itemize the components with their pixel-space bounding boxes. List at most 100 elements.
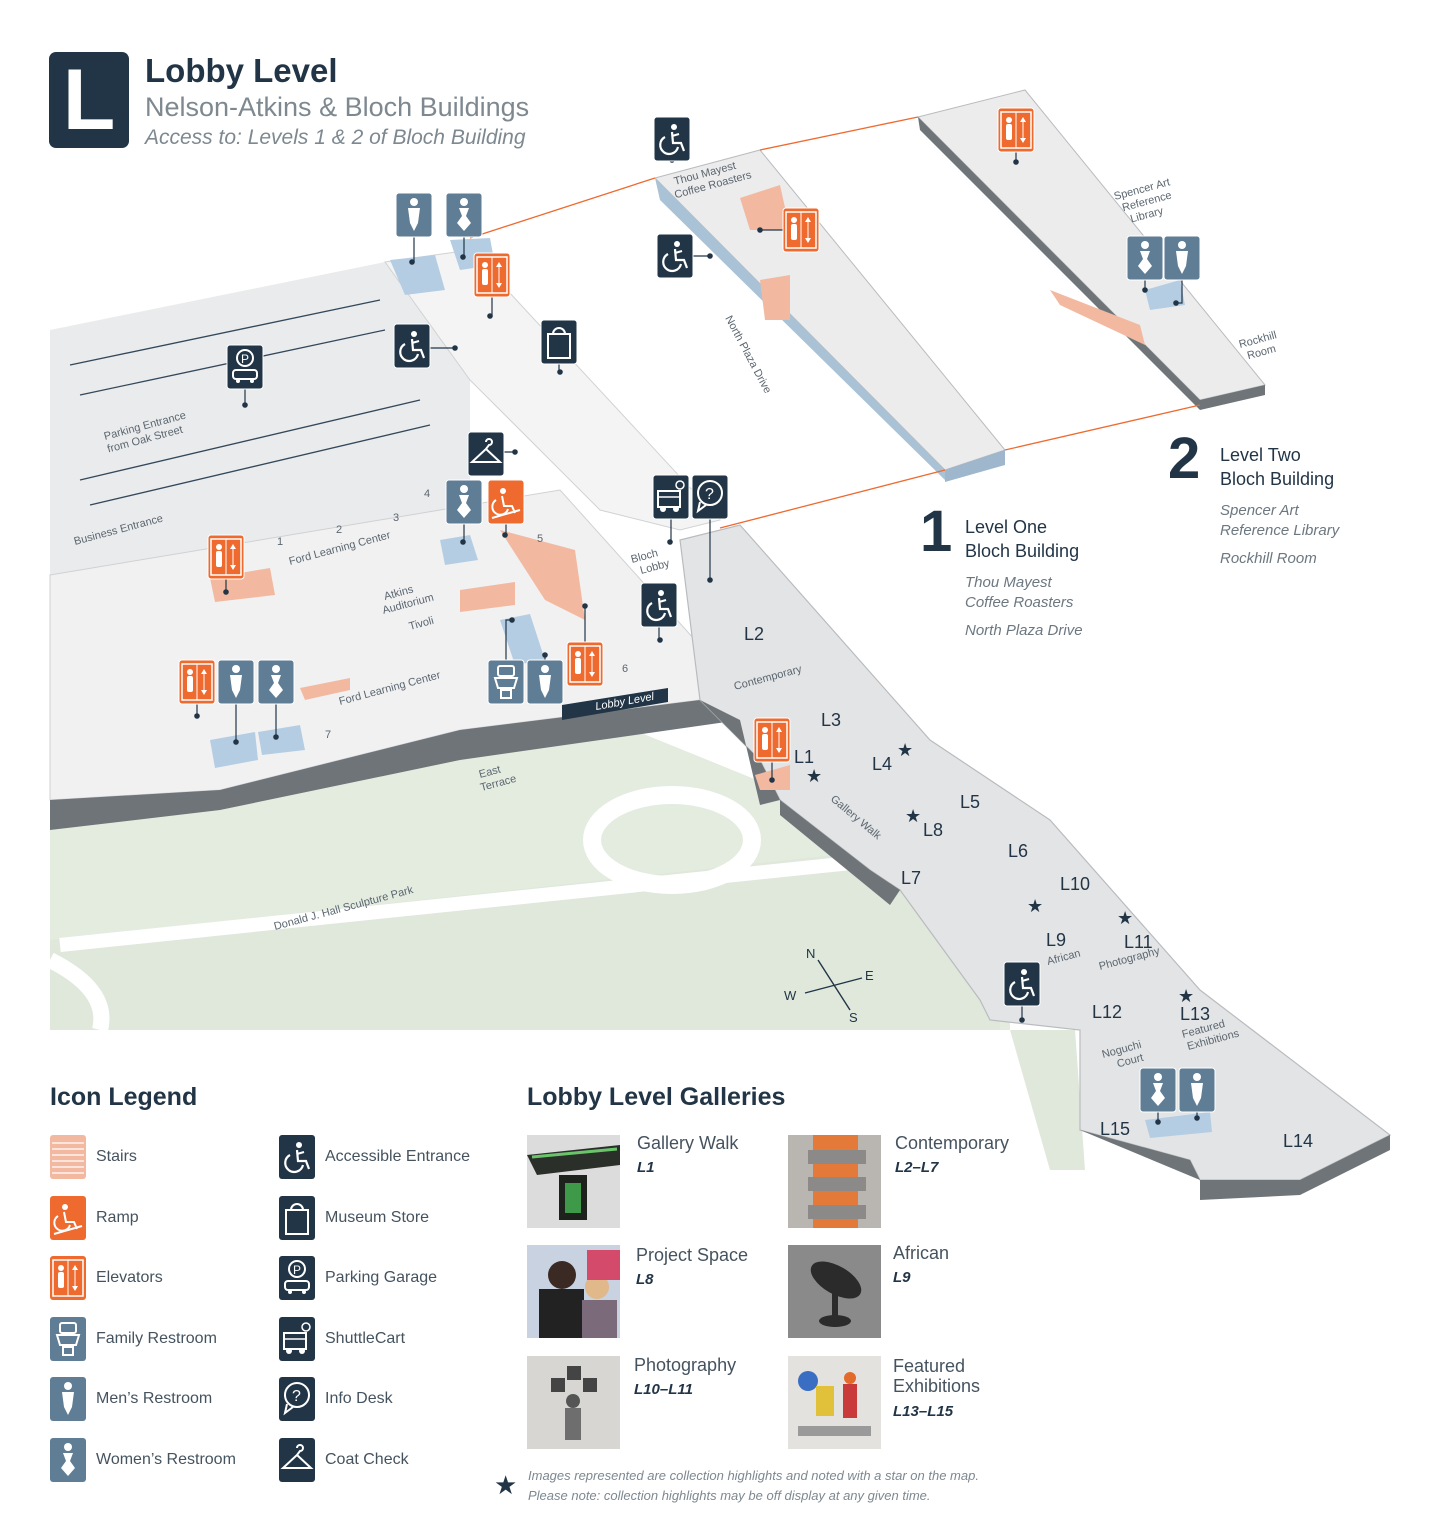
project-space-code: L8: [636, 1271, 654, 1288]
gallery-label-l1: L1: [794, 747, 814, 767]
photography-code: L10–L11: [634, 1381, 693, 1398]
svg-text:P: P: [293, 1263, 301, 1277]
gallery-label-l4: L4: [872, 754, 892, 774]
compass: [804, 959, 863, 1011]
compass-s: S: [849, 1010, 858, 1025]
parking-garage-icon: P: [279, 1256, 315, 1300]
level-two-callout: Level Two Bloch Building Spencer Art Ref…: [1220, 443, 1339, 569]
pin-dot: [582, 603, 588, 609]
level-one-item: North Plaza Drive: [965, 622, 1083, 639]
pin-dot: [707, 577, 713, 583]
pin-dot: [460, 539, 466, 545]
level-two-title: Level Two: [1220, 445, 1301, 465]
mens-restroom-icon: [395, 192, 433, 265]
accessible-entrance-icon: [1003, 961, 1041, 1023]
stairs-icon: [50, 1135, 86, 1179]
legend-label: Elevators: [96, 1269, 163, 1286]
legend-item: Family Restroom: [50, 1316, 217, 1361]
bloch-lobby-label: BlochLobby: [630, 545, 672, 579]
project-space-name: Project Space: [636, 1245, 749, 1265]
gallery-label-l10: L10: [1060, 874, 1090, 894]
gallery-label-l7: L7: [901, 868, 921, 888]
legend-label: Parking Garage: [325, 1269, 438, 1286]
stairs-areas: [210, 185, 1145, 790]
featured-exhibitions-photo: [788, 1356, 881, 1449]
level-badge: L: [49, 52, 129, 148]
level-two-item: Spencer Art: [1220, 502, 1299, 519]
legend-item: Men’s Restroom: [50, 1377, 212, 1421]
pin-dot: [707, 253, 713, 259]
svg-text:P: P: [241, 352, 249, 366]
svg-text:?: ?: [292, 1388, 301, 1405]
contemporary-photo: [788, 1135, 881, 1228]
accessible-entrance-icon: [393, 323, 458, 369]
womens-restroom-icon: [445, 479, 483, 545]
project-space-photo: [527, 1245, 620, 1338]
compass-n: N: [806, 946, 815, 961]
womens-restroom-icon: [257, 659, 295, 740]
restroom-areas: [210, 238, 1212, 1138]
pin-dot: [409, 259, 415, 265]
rockhill-room-label: RockhillRoom: [1238, 329, 1282, 363]
pin-dot: [512, 449, 518, 455]
pin-dot: [452, 345, 458, 351]
gallery-walk-name: Gallery Walk: [637, 1133, 739, 1153]
womens-restroom-icon: [50, 1437, 86, 1482]
svg-text:4: 4: [424, 488, 430, 500]
african-name: African: [893, 1243, 950, 1263]
african-photo: [788, 1245, 881, 1338]
level-one-item: Thou Mayest: [965, 574, 1052, 591]
footnote-line: Please note: collection highlights may b…: [528, 1488, 931, 1503]
womens-restroom-icon: [445, 192, 483, 260]
level-one-number: 1: [920, 499, 953, 564]
elevator-icon: [473, 252, 511, 319]
north-plaza-drive-label: North Plaza Drive: [722, 314, 773, 396]
level-one-building: Bloch Building: [965, 541, 1080, 561]
gallery-label-l2: L2: [744, 624, 764, 644]
page-subtitle: Nelson-Atkins & Bloch Buildings: [145, 92, 530, 122]
pin-dot: [667, 539, 673, 545]
info-desk-icon: ?: [691, 474, 729, 583]
level-one-title: Level One: [965, 517, 1048, 537]
photography-name: Photography: [634, 1355, 737, 1375]
parking-garage-floor: [50, 262, 470, 575]
womens-restroom-icon: [1139, 1067, 1177, 1125]
level-two-number: 2: [1168, 426, 1201, 491]
legend-item: ?Info Desk: [279, 1377, 393, 1421]
mens-restroom-icon: [1178, 1067, 1216, 1121]
womens-restroom-icon: [1126, 235, 1164, 293]
pin-dot: [509, 617, 515, 623]
pin-dot: [242, 402, 248, 408]
lawn-east: [1010, 1030, 1085, 1170]
legend-item: Accessible Entrance: [279, 1135, 470, 1179]
pin-tile: [467, 431, 505, 477]
svg-text:1: 1: [277, 536, 283, 548]
elevator-icon: [50, 1256, 86, 1300]
pin-dot: [487, 313, 493, 319]
gallery-walk-photo: [527, 1135, 620, 1228]
shuttlecart-icon: [279, 1316, 315, 1361]
pin-dot: [542, 652, 548, 658]
featured-exhibitions-name: Featured Exhibitions: [893, 1356, 980, 1396]
mens-restroom-icon: [526, 652, 564, 705]
star-icon: ★: [806, 766, 822, 786]
legend-item: Stairs: [50, 1135, 137, 1179]
elevator-icon: [997, 107, 1035, 165]
star-icon: ★: [1117, 908, 1133, 928]
svg-text:6: 6: [622, 663, 628, 675]
access-note: Access to: Levels 1 & 2 of Bloch Buildin…: [145, 126, 526, 149]
accessible-entrance-icon: [653, 116, 691, 163]
legend-item: Coat Check: [279, 1437, 409, 1482]
gallery-label-l8: L8: [923, 820, 943, 840]
museum-store-icon: [540, 319, 578, 375]
legend-label: Family Restroom: [96, 1329, 217, 1347]
legend-item: Elevators: [50, 1256, 163, 1300]
coat-check-icon: [279, 1437, 315, 1482]
gallery-walk-code: L1: [637, 1159, 655, 1176]
gallery-label-l15: L15: [1100, 1119, 1130, 1139]
level-boundary-lines: [469, 116, 1201, 529]
legend-item: Museum Store: [279, 1195, 429, 1240]
level-two-item: Rockhill Room: [1220, 550, 1317, 567]
pin-dot: [757, 227, 763, 233]
svg-text:5: 5: [537, 533, 543, 545]
